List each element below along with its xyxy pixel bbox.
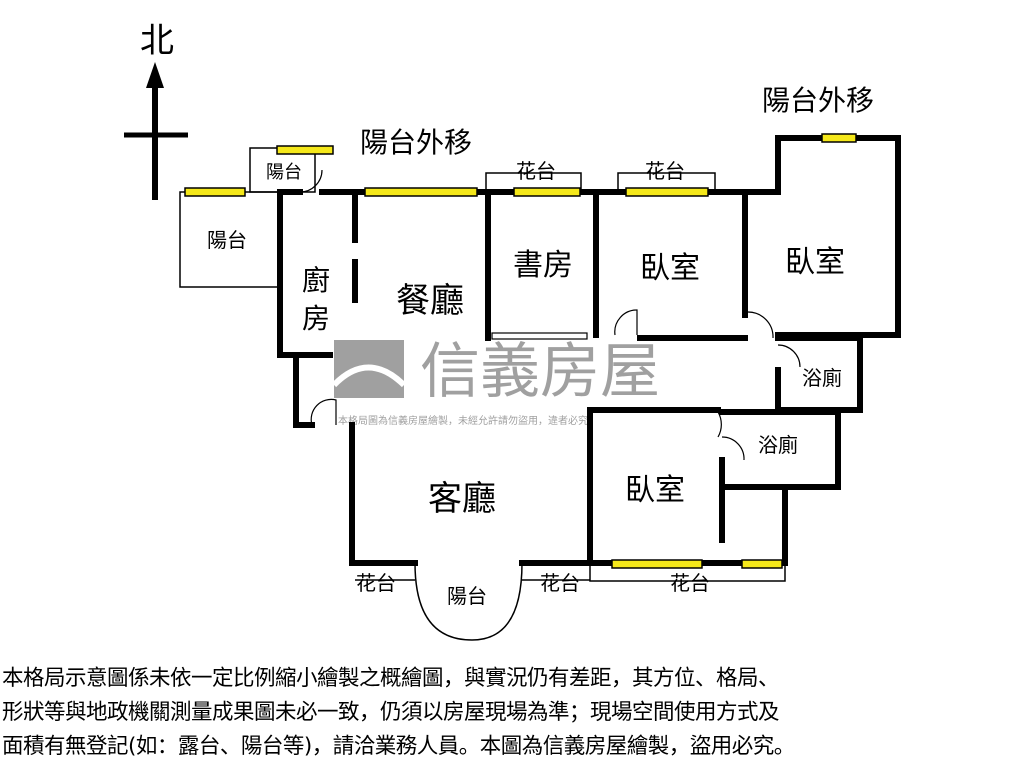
label-kitchen-2: 房 [302,302,330,335]
disclaimer-line: 面積有無登記(如：露台、陽台等)，請洽業務人員。本圖為信義房屋繪製，盜用必究。 [2,734,795,759]
label-bathroom-1: 浴廁 [802,366,842,390]
label-kitchen-1: 廚 [302,264,330,297]
walls [277,135,901,566]
label-balcony-extension-2: 陽台外移 [762,84,874,117]
label-planter-5: 花台 [670,571,710,595]
watermark-brand: 信義房屋 [420,337,660,407]
label-balcony-small: 陽台 [266,162,302,183]
disclaimer-line: 形狀等與地政機關測量成果圖未必一致，仍須以房屋現場為準；現場空間使用方式及 [2,700,780,725]
label-bedroom-1: 臥室 [640,251,700,286]
label-balcony-s: 陽台 [447,584,487,608]
label-bedroom-2: 臥室 [785,245,845,280]
windows [184,133,857,569]
label-dining: 餐廳 [396,281,464,321]
watermark: 信義房屋 本格局圖為信義房屋繪製，未經允許請勿盜用，違者必究 [331,337,660,427]
disclaimer-line: 本格局示意圖係未依一定比例縮小繪製之概繪圖，與實況仍有差距，其方位、格局、 [2,666,780,691]
disclaimer: 本格局示意圖係未依一定比例縮小繪製之概繪圖，與實況仍有差距，其方位、格局、 形狀… [2,662,1024,764]
label-balcony-nw: 陽台 [207,228,247,252]
label-planter-4: 花台 [540,571,580,595]
watermark-notice: 本格局圖為信義房屋繪製，未經允許請勿盜用，違者必究 [338,414,588,427]
room-labels: 陽台 陽台 廚 房 餐廳 陽台外移 陽台外移 花台 花台 書房 臥室 臥室 浴廁… [207,84,874,608]
label-bathroom-2: 浴廁 [758,433,798,457]
label-planter-3: 花台 [356,571,396,595]
label-planter-2: 花台 [645,159,685,183]
north-arrow-icon [124,62,188,200]
label-balcony-extension-1: 陽台外移 [360,126,472,159]
label-living: 客廳 [428,479,496,519]
north-label: 北 [140,21,174,61]
label-planter-1: 花台 [516,159,556,183]
label-bedroom-3: 臥室 [625,473,685,508]
label-study: 書房 [513,248,573,283]
floor-plan: 北 信義房屋 本格局圖為信義房屋繪製，未經允許請勿盜用，違者必究 [124,21,901,641]
doors [299,169,801,461]
